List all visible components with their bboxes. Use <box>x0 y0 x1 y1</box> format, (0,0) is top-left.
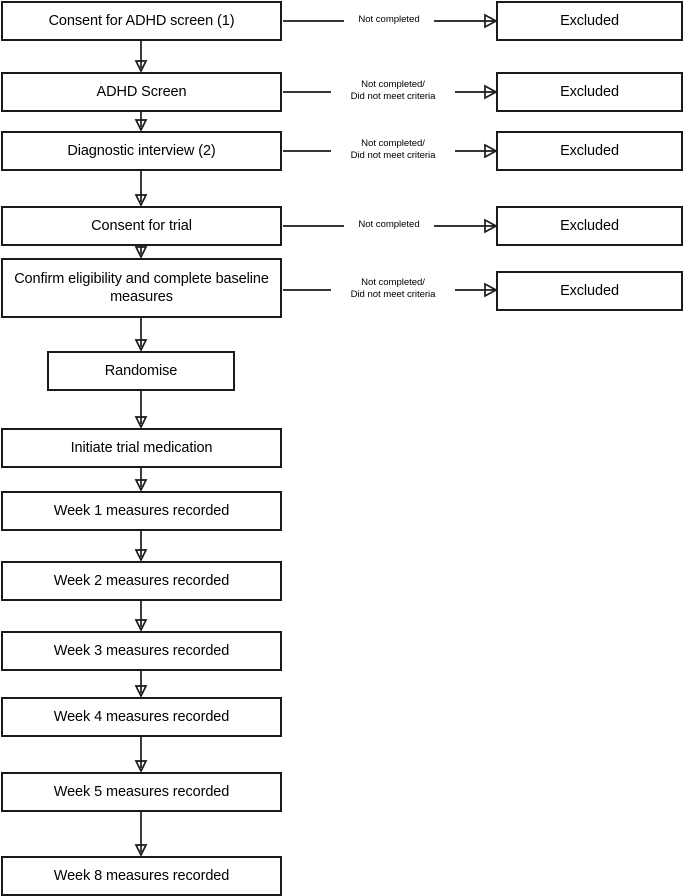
edge-label-not-completed-1: Not completed <box>344 14 434 27</box>
node-label: Confirm eligibility and complete baselin… <box>14 270 269 305</box>
node-excluded-2[interactable]: Excluded <box>496 72 683 112</box>
edge-label-line: Did not meet criteria <box>350 91 436 103</box>
node-week-2[interactable]: Week 2 measures recorded <box>1 561 282 601</box>
node-initiate-trial-medication[interactable]: Initiate trial medication <box>1 428 282 468</box>
edge-label-line: Did not meet criteria <box>350 150 436 162</box>
vertical-connector-randomise-to-medication <box>134 391 148 429</box>
node-label: ADHD Screen <box>96 83 187 100</box>
vertical-connector-eligibility-to-randomise <box>134 318 148 352</box>
vertical-connector-interview-to-consent-trial <box>134 171 148 207</box>
edge-label-line: Not completed/ <box>361 277 425 288</box>
node-label: Week 4 measures recorded <box>53 708 230 725</box>
edge-label-line: Not completed/ <box>361 79 425 90</box>
node-diagnostic-interview[interactable]: Diagnostic interview (2) <box>1 131 282 171</box>
vertical-connector-consent-trial-to-eligibility <box>134 246 148 259</box>
edge-label-line: Did not meet criteria <box>350 289 436 301</box>
node-randomise[interactable]: Randomise <box>47 351 235 391</box>
vertical-connector-screen-to-interview <box>134 112 148 132</box>
edge-label-not-completed-criteria-3: Not completed/ Did not meet criteria <box>331 138 455 163</box>
node-excluded-3[interactable]: Excluded <box>496 131 683 171</box>
vertical-connector-medication-to-week1 <box>134 468 148 492</box>
edge-label-not-completed-4: Not completed <box>344 219 434 232</box>
node-week-8[interactable]: Week 8 measures recorded <box>1 856 282 896</box>
node-label: Initiate trial medication <box>70 439 213 456</box>
node-label: Week 5 measures recorded <box>53 783 230 800</box>
edge-label-line: Not completed <box>358 14 420 25</box>
node-week-5[interactable]: Week 5 measures recorded <box>1 772 282 812</box>
node-label: Consent for ADHD screen (1) <box>48 12 235 29</box>
node-label: Excluded <box>560 217 619 234</box>
vertical-connector-week4-to-week5 <box>134 737 148 773</box>
node-consent-for-trial[interactable]: Consent for trial <box>1 206 282 246</box>
vertical-connector-week2-to-week3 <box>134 601 148 632</box>
vertical-connector-week1-to-week2 <box>134 531 148 562</box>
node-adhd-screen[interactable]: ADHD Screen <box>1 72 282 112</box>
node-label: Week 8 measures recorded <box>53 867 230 884</box>
node-excluded-5[interactable]: Excluded <box>496 271 683 311</box>
node-week-1[interactable]: Week 1 measures recorded <box>1 491 282 531</box>
node-excluded-4[interactable]: Excluded <box>496 206 683 246</box>
node-label: Excluded <box>560 12 619 29</box>
node-label: Excluded <box>560 142 619 159</box>
node-week-3[interactable]: Week 3 measures recorded <box>1 631 282 671</box>
node-label: Excluded <box>560 83 619 100</box>
edge-label-line: Not completed <box>358 219 420 230</box>
node-label: Diagnostic interview (2) <box>67 142 216 159</box>
node-label: Excluded <box>560 282 619 299</box>
node-label: Week 1 measures recorded <box>53 502 230 519</box>
vertical-connector-week5-to-week8 <box>134 812 148 857</box>
node-excluded-1[interactable]: Excluded <box>496 1 683 41</box>
edge-label-not-completed-criteria-5: Not completed/ Did not meet criteria <box>331 277 455 302</box>
node-confirm-eligibility[interactable]: Confirm eligibility and complete baselin… <box>1 258 282 318</box>
edge-label-not-completed-criteria-2: Not completed/ Did not meet criteria <box>331 79 455 104</box>
node-label: Week 2 measures recorded <box>53 572 230 589</box>
node-label: Week 3 measures recorded <box>53 642 230 659</box>
node-label: Consent for trial <box>91 217 192 234</box>
node-label: Randomise <box>104 362 178 379</box>
vertical-connector-consent-to-screen <box>134 41 148 73</box>
node-week-4[interactable]: Week 4 measures recorded <box>1 697 282 737</box>
vertical-connector-week3-to-week4 <box>134 671 148 698</box>
node-consent-adhd-screen[interactable]: Consent for ADHD screen (1) <box>1 1 282 41</box>
edge-label-line: Not completed/ <box>361 138 425 149</box>
